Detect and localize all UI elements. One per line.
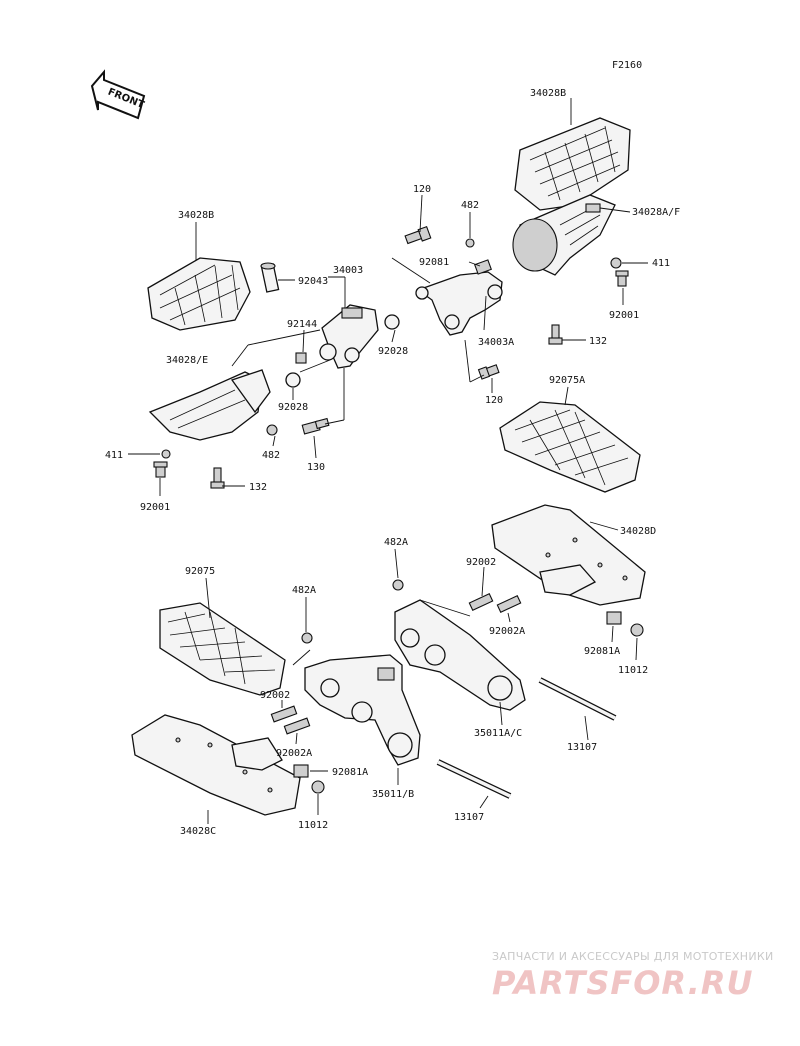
bolt-92002-left xyxy=(270,705,298,723)
bolt-130 xyxy=(301,417,330,435)
callout-label: 92075A xyxy=(549,375,585,386)
footboard-pad-92075 xyxy=(159,602,286,696)
nut-11012-left xyxy=(311,780,325,794)
callout-label: 92002A xyxy=(489,626,525,637)
callout-label: 34028A/F xyxy=(632,207,680,218)
callout-label: 132 xyxy=(589,336,607,347)
callout-label: 34003A xyxy=(478,337,514,348)
pin-92043 xyxy=(260,262,280,293)
callout-label: 120 xyxy=(485,395,503,406)
figure-code: F2160 xyxy=(612,60,642,71)
bolt-92002-right xyxy=(468,592,494,612)
collar-92028-left xyxy=(285,372,301,388)
callout-label: 482 xyxy=(262,450,280,461)
callout-label: 35011A/C xyxy=(474,728,522,739)
floorboard-34028D xyxy=(491,504,646,606)
callout-label: 34028B xyxy=(178,210,214,221)
callout-label: 92081A xyxy=(332,767,368,778)
callout-label: 130 xyxy=(307,462,325,473)
bolt-132-left xyxy=(210,467,225,489)
callout-label: 411 xyxy=(652,258,670,269)
spring-92081-upper xyxy=(474,259,492,275)
callout-label: 11012 xyxy=(618,665,648,676)
washer-411-right xyxy=(610,257,622,269)
spring-92144 xyxy=(295,352,307,364)
bolt-92002A-right xyxy=(496,594,522,614)
leader-lines xyxy=(128,98,648,824)
callout-label: 92002 xyxy=(466,557,496,568)
callout-labels: 34028B 34028A/F 411 92001 132 120 482 92… xyxy=(105,88,680,837)
bolt-92002A-left xyxy=(283,717,311,735)
callout-label: 13107 xyxy=(454,812,484,823)
callout-label: 92144 xyxy=(287,319,317,330)
callout-label: 92043 xyxy=(298,276,328,287)
callout-label: 92081 xyxy=(419,257,449,268)
shaft-13107-left xyxy=(436,759,512,799)
bracket-35011-B xyxy=(304,654,421,766)
callout-label: 34028B xyxy=(530,88,566,99)
watermark-brand: PARTSFOR.RU xyxy=(492,964,754,1002)
washer-482-upper xyxy=(465,238,475,248)
callout-label: 35011/B xyxy=(372,789,414,800)
footpeg-bracket-left xyxy=(148,369,271,441)
floorboard-34028C xyxy=(131,714,301,816)
washer-482A-right xyxy=(392,579,404,591)
callout-label: 120 xyxy=(413,184,431,195)
nut-11012-right xyxy=(630,623,644,637)
callout-label: 92028 xyxy=(278,402,308,413)
bolt-132-right xyxy=(548,324,563,345)
shaft-13107-right xyxy=(538,677,617,721)
spring-92081A-right xyxy=(606,611,622,625)
callout-label: 482 xyxy=(461,200,479,211)
footpeg-rubber-upper-left xyxy=(147,257,251,331)
footpeg-bracket-upper-right xyxy=(512,194,616,276)
bolt-120-upper xyxy=(404,225,432,245)
callout-label: 34003 xyxy=(333,265,363,276)
callout-label: 482A xyxy=(292,585,316,596)
collar-92028-right xyxy=(384,314,400,330)
callout-label: 34028/E xyxy=(166,355,208,366)
callout-label: 411 xyxy=(105,450,123,461)
callout-label: 482A xyxy=(384,537,408,548)
bolt-92001-left xyxy=(153,461,168,478)
callout-label: 34028D xyxy=(620,526,656,537)
washer-482A-left xyxy=(301,632,313,644)
bolt-92001-right xyxy=(615,270,629,287)
callout-label: 132 xyxy=(249,482,267,493)
callout-label: 13107 xyxy=(567,742,597,753)
callout-label: 92001 xyxy=(140,502,170,513)
footboard-pad-92075A xyxy=(499,401,641,493)
bracket-35011A-C xyxy=(394,599,526,711)
watermark-tagline: ЗАПЧАСТИ И АКСЕССУАРЫ ДЛЯ МОТОТЕХНИКИ xyxy=(492,950,774,963)
washer-411-left xyxy=(161,449,171,459)
spring-92081A-left xyxy=(293,764,309,778)
callout-label: 92081A xyxy=(584,646,620,657)
washer-482-left xyxy=(266,424,278,436)
callout-label: 92028 xyxy=(378,346,408,357)
footpeg-rubber-upper-right xyxy=(514,117,631,211)
bolt-120-lower xyxy=(477,364,500,380)
callout-label: 34028C xyxy=(180,826,216,837)
callout-label: 11012 xyxy=(298,820,328,831)
front-arrow-icon: FRONT xyxy=(90,69,146,120)
callout-label: 92002A xyxy=(276,748,312,759)
callout-label: 92075 xyxy=(185,566,215,577)
bracket-34003 xyxy=(319,304,379,369)
callout-label: 92001 xyxy=(609,310,639,321)
bracket-34003A xyxy=(415,271,503,336)
callout-label: 92002 xyxy=(260,690,290,701)
